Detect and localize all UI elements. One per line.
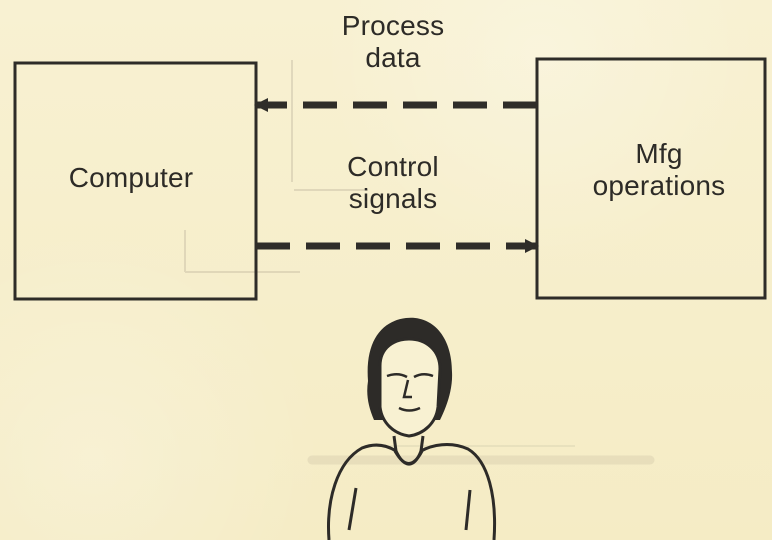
mfg-operations-label: Mfg operations	[592, 138, 726, 202]
person-nose	[402, 379, 412, 399]
left-neck	[392, 435, 398, 452]
left-eye	[386, 373, 408, 379]
person-mouth	[398, 406, 421, 412]
right-neck	[419, 435, 425, 452]
right-eye	[413, 373, 434, 379]
control-signals-label: Control signals	[347, 151, 439, 215]
person-face	[378, 337, 442, 438]
computer-label: Computer	[68, 162, 194, 193]
person-figure	[327, 317, 497, 540]
process-data-label: Process data	[341, 10, 445, 74]
computer-box	[13, 61, 258, 301]
collar	[393, 450, 424, 465]
right-arm-line	[464, 489, 472, 531]
left-arm-line	[347, 487, 358, 531]
mfg-operations-box	[535, 57, 767, 300]
